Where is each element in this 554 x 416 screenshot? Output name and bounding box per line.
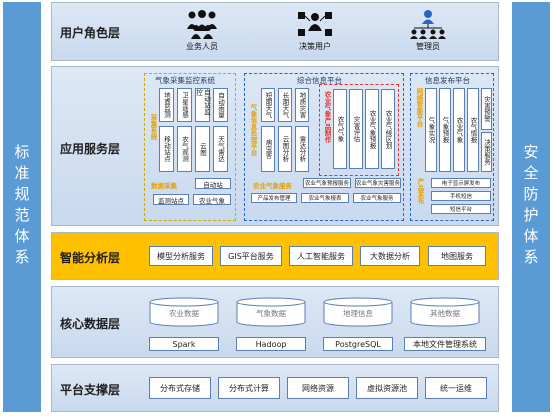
auto-station-box: 自动站 (195, 178, 231, 189)
platform-support-layer-title: 平台支撑层 (60, 383, 121, 397)
database-icon (236, 297, 306, 327)
col-g3-1: 气象预报 (439, 88, 451, 172)
standards-system-bar: 标准规范体系 (3, 2, 41, 412)
data-item-spark: Spark (149, 337, 219, 351)
role-decision-label: 决策用户 (299, 42, 331, 51)
platform-item-2: 网络资源 (287, 377, 349, 399)
ai-analysis-layer: 智能分析层 模型分析服务 GIS平台服务 人工智能服务 大数据分析 地图服务 (51, 232, 499, 280)
decision-user-icon (298, 12, 332, 36)
col-g3-0: 气象实况 (425, 88, 437, 172)
db-geo: 地理信息 (323, 297, 393, 327)
database-icon (149, 297, 219, 327)
g3-sub-1: 手机短信 (431, 191, 491, 201)
agri-meteo-box: 农业气象 (193, 194, 231, 205)
app-service-layer-title: 应用服务层 (60, 142, 121, 156)
col-g2-2: 地质灾害 (295, 88, 309, 122)
ai-item-1: GIS平台服务 (220, 246, 282, 266)
col-g1-3: 自动雨量 (213, 88, 228, 122)
g3-sub-2: 短信平台 (431, 204, 491, 214)
col-g1-6: 云图 (195, 126, 210, 172)
db-agri-label: 农业数据 (169, 309, 199, 318)
ai-item-0: 模型分析服务 (149, 246, 213, 266)
col-g2-9: 农业气候区划 (381, 89, 395, 169)
col-g2-4: 云图分析 (278, 126, 292, 172)
meteo-processing-label: 气象信息处理平台 (249, 104, 257, 156)
core-data-layer-title: 核心数据层 (60, 317, 121, 331)
network-platform-label: 网络智能平台 (415, 88, 423, 127)
data-item-hadoop: Hadoop (236, 337, 306, 351)
col-g2-0: 短期天气 (261, 88, 275, 122)
ai-item-2: 人工智能服务 (289, 246, 353, 266)
col-g2-7: 灾害评估 (349, 89, 363, 169)
data-item-local-fs: 本地文件管理系统 (404, 337, 486, 351)
role-decision: 决策用户 (285, 9, 345, 52)
monitor-sites-box: 监测站点 (153, 194, 189, 205)
col-g2-5: 雷达分析 (295, 126, 309, 172)
integrated-info-group: 综合信息平台 气象信息处理平台 短期天气 长期天气 地质灾害 病虫害 云图分析 … (244, 73, 404, 221)
standards-system-label: 标准规范体系 (12, 144, 31, 270)
col-g1-7: 天气雷达 (213, 126, 228, 172)
db-other: 其他数据 (410, 297, 480, 327)
col-g2-3: 病虫害 (261, 126, 275, 172)
platform-item-3: 虚拟资源池 (356, 377, 418, 399)
col-g1-4: 移动站点 (159, 126, 174, 172)
col-g1-5: 农气观测 (177, 126, 192, 172)
user-role-layer: 用户角色层 业务人员 决策用户 管理员 (51, 2, 499, 61)
col-g1-1: 卫星遥感 (177, 88, 192, 122)
col-g3-2: 农业气象 (453, 88, 465, 172)
agri-product-label: 农业气象产品制作 (323, 91, 331, 143)
agri-service-label: 农业气象服务 (253, 182, 292, 190)
db-meteo: 气象数据 (236, 297, 306, 327)
col-g2-8: 农业气象预报 (365, 89, 379, 169)
ai-analysis-layer-title: 智能分析层 (60, 251, 121, 265)
col-g3-4: 灾害预警 (481, 88, 492, 130)
product-publish-label: 产品发布 (416, 178, 424, 204)
db-agri: 农业数据 (149, 297, 219, 327)
agri-product-group: 农业气象产品制作 农气气象 灾害评估 农业气象预报 农业气候区划 (319, 84, 399, 176)
role-business: 业务人员 (172, 9, 232, 52)
database-icon (410, 297, 480, 327)
user-role-layer-title: 用户角色层 (60, 26, 121, 40)
database-icon (323, 297, 393, 327)
db-meteo-label: 气象数据 (256, 309, 286, 318)
info-publish-title: 信息发布平台 (425, 76, 470, 85)
db-geo-label: 地理信息 (343, 309, 373, 318)
data-collection-label: 数据采集 (151, 182, 177, 190)
info-publish-group: 信息发布平台 网络智能平台 气象实况 气象预报 农业气象 农气情报 灾害预警 决… (410, 73, 494, 221)
core-data-layer: 核心数据层 农业数据 气象数据 地理信息 其他数据 Spark Hadoop P… (51, 286, 499, 358)
col-g3-5: 决策服务 (481, 132, 492, 172)
col-g1-2: 自动站监控 (195, 88, 211, 122)
col-g2-1: 长期天气 (278, 88, 292, 122)
g2-sub-3: 农业气象报表 (301, 193, 349, 203)
platform-support-layer: 平台支撑层 分布式存储 分布式计算 网络资源 虚拟资源池 统一运维 (51, 364, 499, 412)
g3-sub-0: 电子显示屏发布 (431, 178, 491, 188)
security-system-bar: 安全防护体系 (512, 2, 550, 412)
data-item-postgresql: PostgreSQL (323, 337, 393, 351)
ai-item-3: 大数据分析 (360, 246, 420, 266)
col-g3-3: 农气情报 (467, 88, 479, 172)
ai-item-4: 地图服务 (428, 246, 486, 266)
platform-item-0: 分布式存储 (149, 377, 211, 399)
security-system-label: 安全防护体系 (521, 144, 540, 270)
db-other-label: 其他数据 (430, 309, 460, 318)
g2-sub-1: 农业气象灾害服务 (355, 178, 401, 188)
collection-monitor-title: 气象采集监控系统 (155, 76, 215, 85)
g2-sub-0: 农业气象预报服务 (303, 178, 351, 188)
platform-item-1: 分布式计算 (218, 377, 280, 399)
people-group-icon (187, 10, 217, 39)
platform-item-4: 统一运维 (425, 377, 487, 399)
g2-sub-4: 农业气象服务 (353, 193, 401, 203)
col-g1-0: 地面监测 (159, 88, 174, 122)
role-admin: 管理员 (398, 9, 458, 52)
integrated-info-title: 综合信息平台 (297, 76, 342, 85)
collection-monitor-group: 气象采集监控系统 采集系统 地面监测 卫星遥感 自动站监控 自动雨量 移动站点 … (144, 73, 236, 221)
collection-system-label: 采集系统 (149, 114, 157, 140)
role-business-label: 业务人员 (186, 42, 218, 51)
role-admin-label: 管理员 (416, 42, 440, 51)
admin-org-icon (410, 10, 446, 39)
app-service-layer: 应用服务层 气象采集监控系统 采集系统 地面监测 卫星遥感 自动站监控 自动雨量… (51, 66, 499, 226)
col-g2-6: 农气气象 (333, 89, 347, 169)
g2-sub-2: 产品发布管理 (251, 193, 297, 203)
